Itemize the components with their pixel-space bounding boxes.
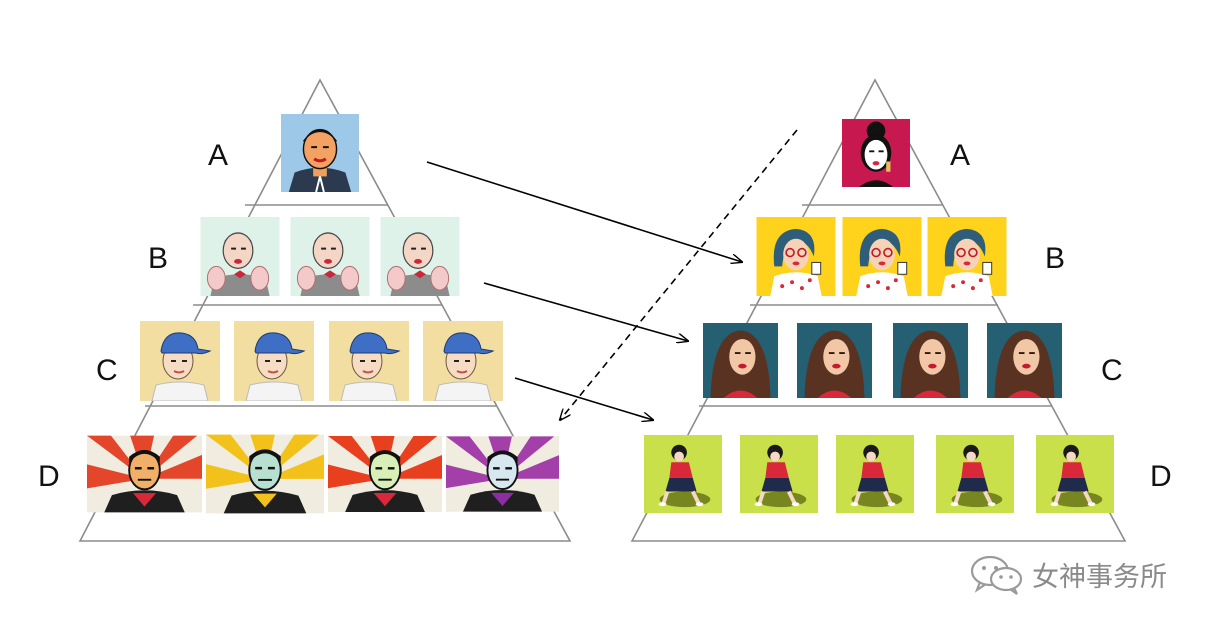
right-level-c-tiles — [703, 322, 1062, 399]
portrait-tile — [797, 322, 872, 399]
portrait-tile — [87, 434, 202, 514]
portrait-tile — [234, 321, 314, 401]
portrait-tile — [836, 434, 914, 514]
portrait-tile — [842, 217, 922, 296]
watermark: 女神事务所 — [968, 553, 1167, 595]
right-level-b-tiles — [756, 217, 1007, 296]
left-level-b-tiles — [200, 217, 460, 296]
portrait-tile — [893, 322, 968, 399]
left-level-a-tiles — [280, 114, 360, 192]
portrait-tile — [423, 321, 503, 401]
watermark-text: 女神事务所 — [1032, 561, 1167, 593]
arrow-left-b-to-right-c — [483, 282, 688, 341]
left-pyramid — [78, 78, 572, 542]
wechat-icon — [970, 555, 1023, 595]
portrait-tile — [280, 114, 360, 192]
arrow-right-a-to-left-d — [560, 129, 798, 420]
portrait-tile — [756, 217, 836, 296]
right-level-a-label: A — [950, 139, 970, 172]
left-level-b-label: B — [148, 242, 168, 275]
right-level-d-tiles — [644, 434, 1114, 514]
portrait-tile — [140, 321, 220, 401]
portrait-tile — [200, 217, 280, 296]
right-level-c-label: C — [1101, 354, 1123, 387]
portrait-tile — [927, 217, 1007, 296]
arrow-left-a-to-right-b — [426, 161, 742, 262]
left-level-c-tiles — [140, 321, 503, 401]
right-level-b-label: B — [1045, 242, 1065, 275]
portrait-tile — [987, 322, 1062, 399]
portrait-tile — [936, 434, 1014, 514]
portrait-tile — [328, 434, 442, 514]
portrait-tile — [329, 321, 409, 401]
portrait-tile — [446, 435, 559, 513]
portrait-tile — [1036, 434, 1114, 514]
left-level-c-label: C — [96, 354, 118, 387]
left-level-a-label: A — [208, 139, 228, 172]
portrait-tile — [380, 217, 460, 296]
portrait-tile — [703, 322, 778, 399]
portrait-tile — [842, 118, 910, 188]
arrow-left-c-to-right-d — [514, 377, 653, 420]
right-level-a-tiles — [842, 118, 910, 188]
portrait-tile — [206, 434, 324, 514]
right-pyramid-outline — [630, 78, 1127, 542]
right-level-d-label: D — [1150, 460, 1172, 493]
right-pyramid — [630, 78, 1127, 542]
portrait-tile — [644, 434, 722, 514]
arrows — [426, 129, 798, 420]
portrait-tile — [740, 434, 818, 514]
left-level-d-tiles — [87, 434, 559, 514]
portrait-tile — [290, 217, 370, 296]
left-pyramid-outline — [78, 78, 572, 542]
left-level-d-label: D — [38, 460, 60, 493]
